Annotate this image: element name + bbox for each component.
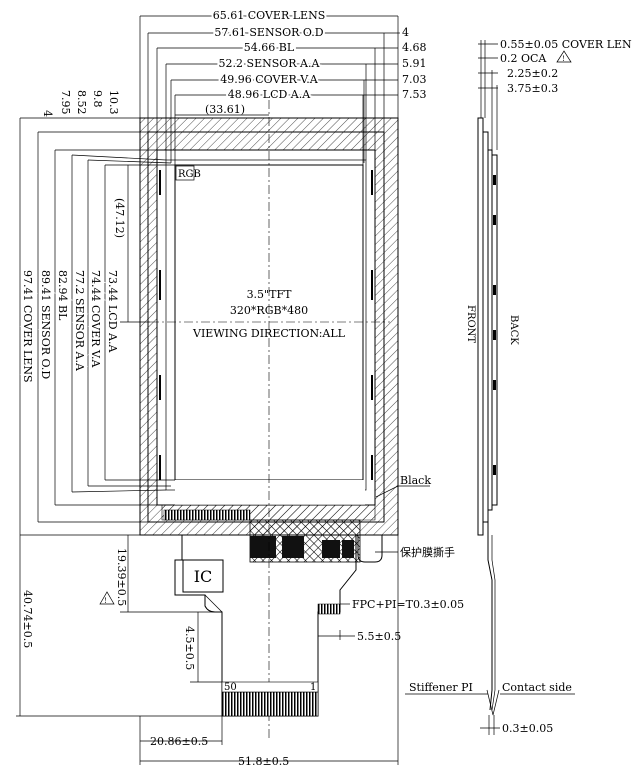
side-module-thickness-2: 3.75±0.3	[507, 82, 558, 95]
offset-label-10-3: 10.3	[107, 90, 120, 115]
warning-triangle-left	[99, 591, 115, 605]
border-marks	[159, 170, 373, 480]
side-front-label: FRONT	[465, 305, 476, 343]
stiffener-block	[317, 603, 341, 615]
left-dimensions: 4 7.95 8.52 9.8 10.3 97.41 COVER LENS 89…	[19, 90, 175, 536]
side-cover-lens	[477, 117, 484, 536]
panel-resolution-label: 320*RGB*480	[230, 304, 308, 317]
dim-fpc-length-1: 19.39±0.5	[115, 548, 128, 606]
black-leader	[375, 485, 399, 498]
pin-label-strip	[221, 681, 319, 693]
dim-ref-vertical: (47.12)	[113, 198, 126, 238]
offset-label-8-52: 8.52	[75, 90, 88, 115]
dim-fpc-offset: 20.86±0.5	[150, 735, 208, 748]
dim-fpc-width: 5.5±0.5	[357, 630, 401, 643]
dim-finger-length: 4.5±0.5	[183, 626, 196, 670]
top-dimensions: 65.61 COVER LENS 57.61 SENSOR O.D 4 54.6…	[139, 7, 427, 165]
offset-label-9-8: 9.8	[91, 90, 104, 108]
dim-sensor-od-height: 89.41 SENSOR O.D	[39, 270, 52, 379]
dim-cover-va-offset: 7.03	[402, 73, 427, 86]
panel-ledge	[175, 480, 365, 505]
side-lcd	[487, 149, 493, 511]
dim-ref-horizontal: (33.61)	[205, 103, 245, 116]
dim-lcd-aa-width: 48.96 LCD A.A	[228, 88, 311, 101]
offset-label-4: 4	[41, 110, 54, 117]
side-module-thickness-1: 2.25±0.2	[507, 67, 558, 80]
side-backlight	[492, 154, 498, 506]
pin-label-50: 50	[224, 682, 237, 693]
side-stiffener-label: Stiffener PI	[409, 681, 473, 694]
dim-cover-lens-width: 65.61 COVER LENS	[213, 9, 325, 22]
side-back-label: BACK	[508, 315, 519, 345]
warning-triangle-side	[556, 50, 572, 63]
viewing-direction-label: VIEWING DIRECTION:ALL	[192, 327, 346, 340]
lower-dimensions: 19.39±0.5 ! 40.74±0.5 4.5±0.5 20.86±0.5 …	[16, 535, 401, 768]
dim-cover-va-height: 74.44 COVER V.A	[89, 270, 102, 368]
dim-sensor-od-width: 57.61 SENSOR O.D	[214, 26, 323, 39]
dim-fpc-length-2: 40.74±0.5	[21, 590, 34, 648]
ic-box	[182, 559, 224, 593]
dim-overall-width: 51.8±0.5	[238, 755, 289, 768]
dim-cover-lens-height: 97.41 COVER LENS	[21, 270, 34, 382]
side-fpc	[487, 522, 493, 711]
dim-lcd-aa-height: 73.44 LCD A.A	[106, 270, 119, 353]
side-cover-lens-thickness: 0.55±0.05 COVER LENS	[500, 38, 632, 51]
side-fpc-thickness: 0.3±0.05	[502, 722, 553, 735]
side-contact-label: Contact side	[502, 681, 572, 694]
side-sensor	[482, 131, 489, 523]
bonding-strip	[163, 509, 251, 521]
panel-size-label: 3.5"TFT	[247, 288, 293, 301]
dark-block-1	[250, 536, 276, 558]
gold-finger-area	[221, 691, 319, 717]
svg-text:!: !	[562, 55, 565, 63]
dim-bl-width: 54.66 BL	[244, 41, 295, 54]
front-view: RGB 3.5"TFT 320*RGB*480 VIEWING DIRECTIO…	[139, 100, 464, 740]
dim-sensor-aa-height: 77.2 SENSOR A.A	[73, 270, 86, 372]
black-label: Black	[400, 474, 431, 487]
svg-text:!: !	[104, 597, 107, 605]
side-view: 0.55±0.05 COVER LENS 0.2 OCA ! 2.25±0.2 …	[405, 38, 632, 735]
fpc-inner-line	[204, 594, 223, 613]
side-tabs	[493, 175, 496, 475]
dim-sensor-aa-width: 52.2 SENSOR A.A	[219, 57, 321, 70]
sensor-aa-outline	[165, 159, 367, 491]
dark-block-2	[282, 536, 304, 558]
rgb-marker-box	[175, 165, 195, 181]
dim-sensor-aa-offset: 5.91	[402, 57, 427, 70]
dark-block-4	[342, 540, 354, 558]
dim-bl-offset: 4.68	[402, 41, 427, 54]
dim-cover-va-width: 49.96 COVER V.A	[220, 73, 318, 86]
ic-label: IC	[194, 567, 213, 586]
film-tab	[357, 535, 383, 563]
side-oca-thickness: 0.2 OCA	[500, 52, 547, 65]
dark-block-3	[322, 540, 340, 558]
film-label: 保护膜撕手	[400, 545, 455, 559]
rgb-label: RGB	[178, 169, 201, 180]
dim-lcd-aa-offset: 7.53	[402, 88, 427, 101]
fpc-label: FPC+PI=T0.3±0.05	[352, 598, 464, 611]
dim-sensor-od-offset: 4	[402, 26, 409, 39]
pin-label-1: 1	[310, 682, 316, 693]
dim-bl-height: 82.94 BL	[56, 270, 69, 321]
offset-label-7-95: 7.95	[59, 90, 72, 115]
